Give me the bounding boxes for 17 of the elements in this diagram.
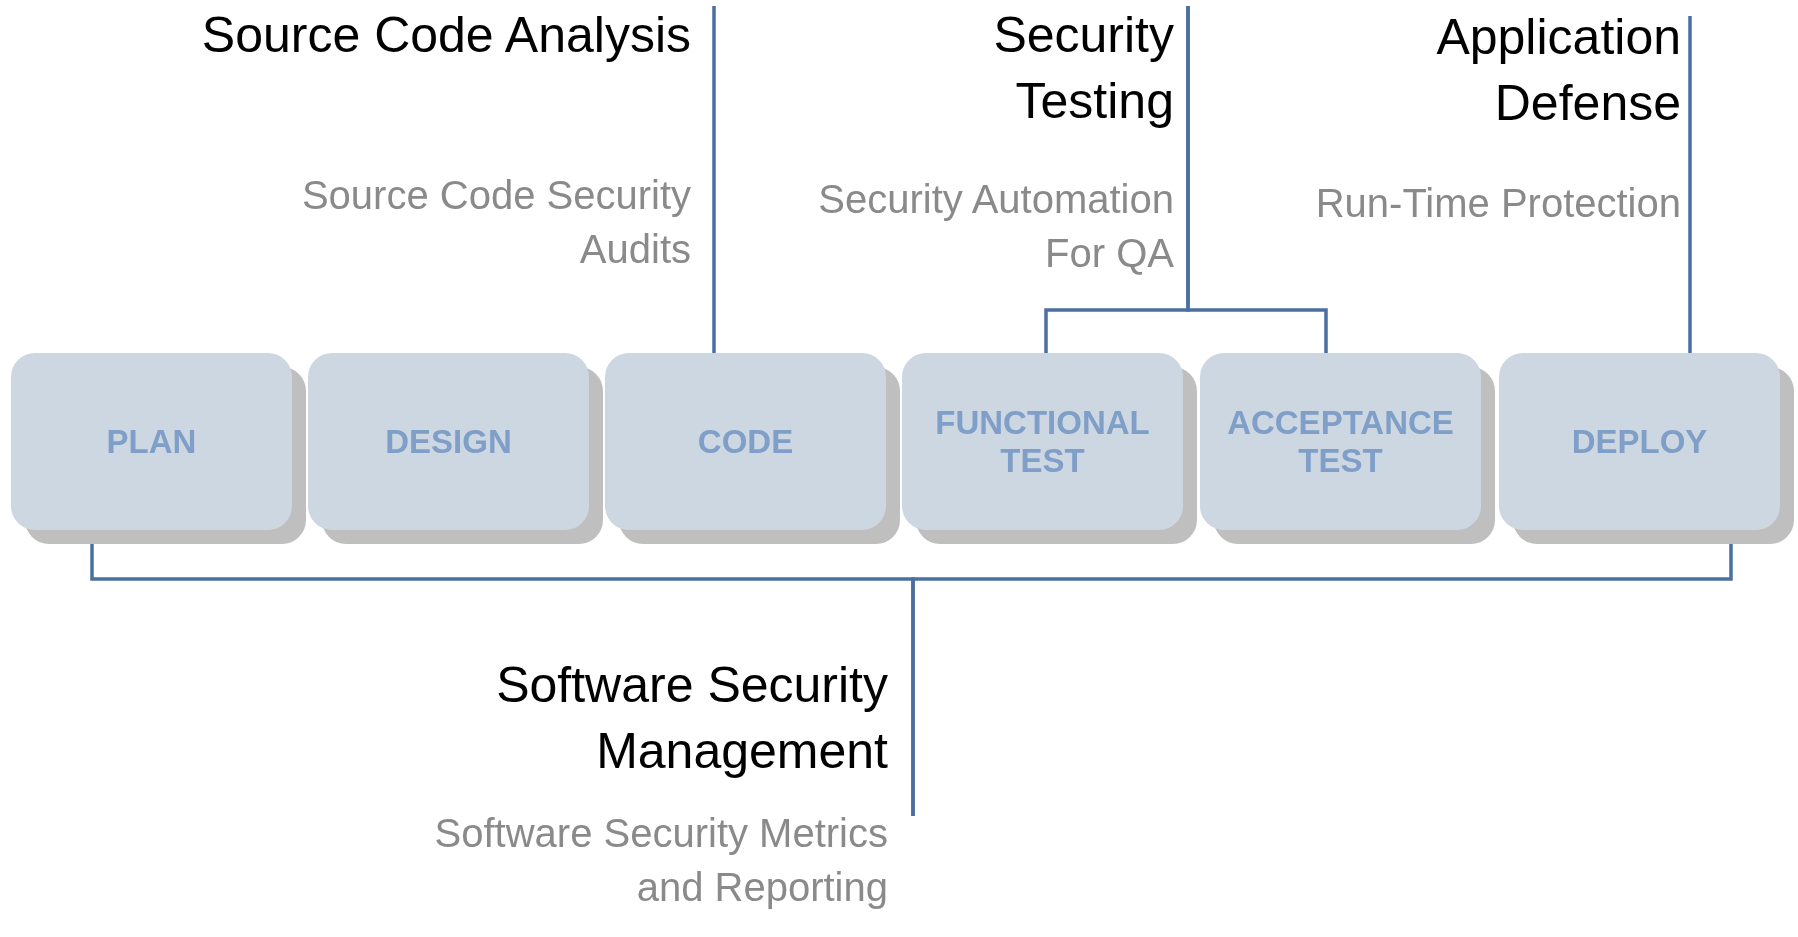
subtitle-text: Run-Time Protection bbox=[1315, 180, 1681, 227]
subtitle-text: Source Code Security Audits bbox=[300, 172, 691, 273]
subtitle-text: Security Automation For QA bbox=[817, 176, 1174, 277]
subtitle-text: Software Security Metrics and Reporting bbox=[433, 810, 888, 911]
heading-text: Source Code Analysis bbox=[201, 6, 691, 65]
heading-text: Security Testing bbox=[992, 6, 1174, 131]
connector-line bbox=[712, 6, 716, 353]
connector-line bbox=[1688, 16, 1692, 353]
heading-text: Application Defense bbox=[1435, 8, 1681, 133]
phase-label: CODE bbox=[696, 422, 795, 461]
phase-label: PLAN bbox=[105, 422, 198, 461]
phase-label: ACCEPTANCE TEST bbox=[1226, 403, 1455, 480]
heading-text: Software Security Management bbox=[495, 656, 888, 781]
phase-label: DEPLOY bbox=[1570, 422, 1709, 461]
phase-label: DESIGN bbox=[384, 422, 513, 461]
phase-label: FUNCTIONAL TEST bbox=[934, 403, 1151, 480]
connector-line bbox=[1186, 6, 1328, 353]
